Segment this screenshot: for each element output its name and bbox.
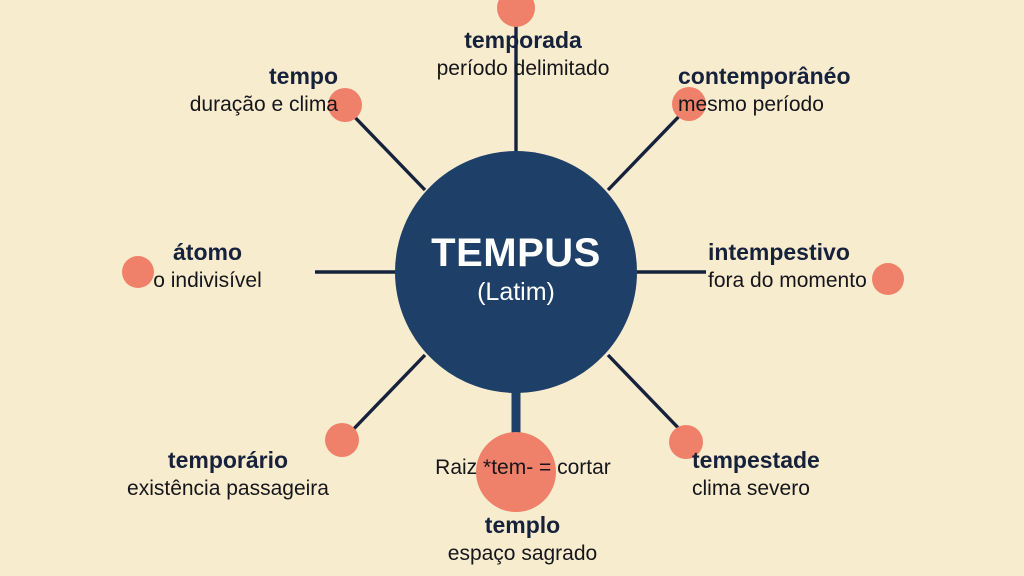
node-contemporaneo-gloss: mesmo período: [678, 92, 824, 116]
hub-circle: [395, 151, 637, 393]
dot-contemporaneo[interactable]: [672, 87, 706, 121]
dot-temporario[interactable]: [325, 423, 359, 457]
dot-intempestivo[interactable]: [872, 263, 904, 295]
node-temporada-term: temporada: [464, 27, 582, 53]
node-tempo-term: tempo: [269, 63, 338, 89]
node-intempestivo-term: intempestivo: [708, 239, 850, 265]
node-atomo-term: átomo: [173, 239, 242, 265]
node-templo-gloss: espaço sagrado: [447, 541, 598, 565]
connector-tempestade: [606, 353, 690, 440]
node-tempestade-term: tempestade: [692, 447, 820, 473]
node-templo-term: templo: [484, 512, 561, 538]
node-temporada[interactable]: temporada período delimitado: [378, 26, 668, 82]
node-temporario-term: temporário: [167, 447, 289, 473]
node-temporario-gloss: existência passageira: [127, 476, 329, 500]
root-circle: [476, 432, 556, 512]
node-tempo-gloss: duração e clima: [189, 92, 338, 116]
root-note: Raiz *tem- = cortar: [435, 456, 611, 479]
node-atomo-gloss: o indivisível: [153, 268, 262, 292]
node-tempestade-gloss: clima severo: [692, 476, 810, 500]
dot-tempestade[interactable]: [669, 425, 703, 459]
node-tempo[interactable]: tempo duração e clima: [88, 62, 338, 118]
dot-temporada[interactable]: [497, 0, 535, 27]
node-intempestivo-gloss: fora do momento: [708, 268, 867, 292]
node-temporada-gloss: período delimitado: [436, 56, 610, 80]
dot-tempo[interactable]: [328, 88, 362, 122]
connector-temporario: [343, 353, 427, 440]
node-atomo[interactable]: átomo o indivisível: [100, 238, 315, 294]
node-intempestivo[interactable]: intempestivo fora do momento: [708, 238, 968, 294]
connector-contemporaneo: [606, 105, 690, 192]
node-contemporaneo[interactable]: contemporânéo mesmo período: [678, 62, 978, 118]
node-tempestade[interactable]: tempestade clima severo: [692, 446, 972, 502]
node-templo[interactable]: templo espaço sagrado: [380, 511, 665, 567]
node-contemporaneo-term: contemporânéo: [678, 63, 851, 89]
connector-tempo: [343, 105, 427, 192]
node-temporario[interactable]: temporário existência passageira: [78, 446, 378, 502]
dot-atomo[interactable]: [122, 256, 154, 288]
